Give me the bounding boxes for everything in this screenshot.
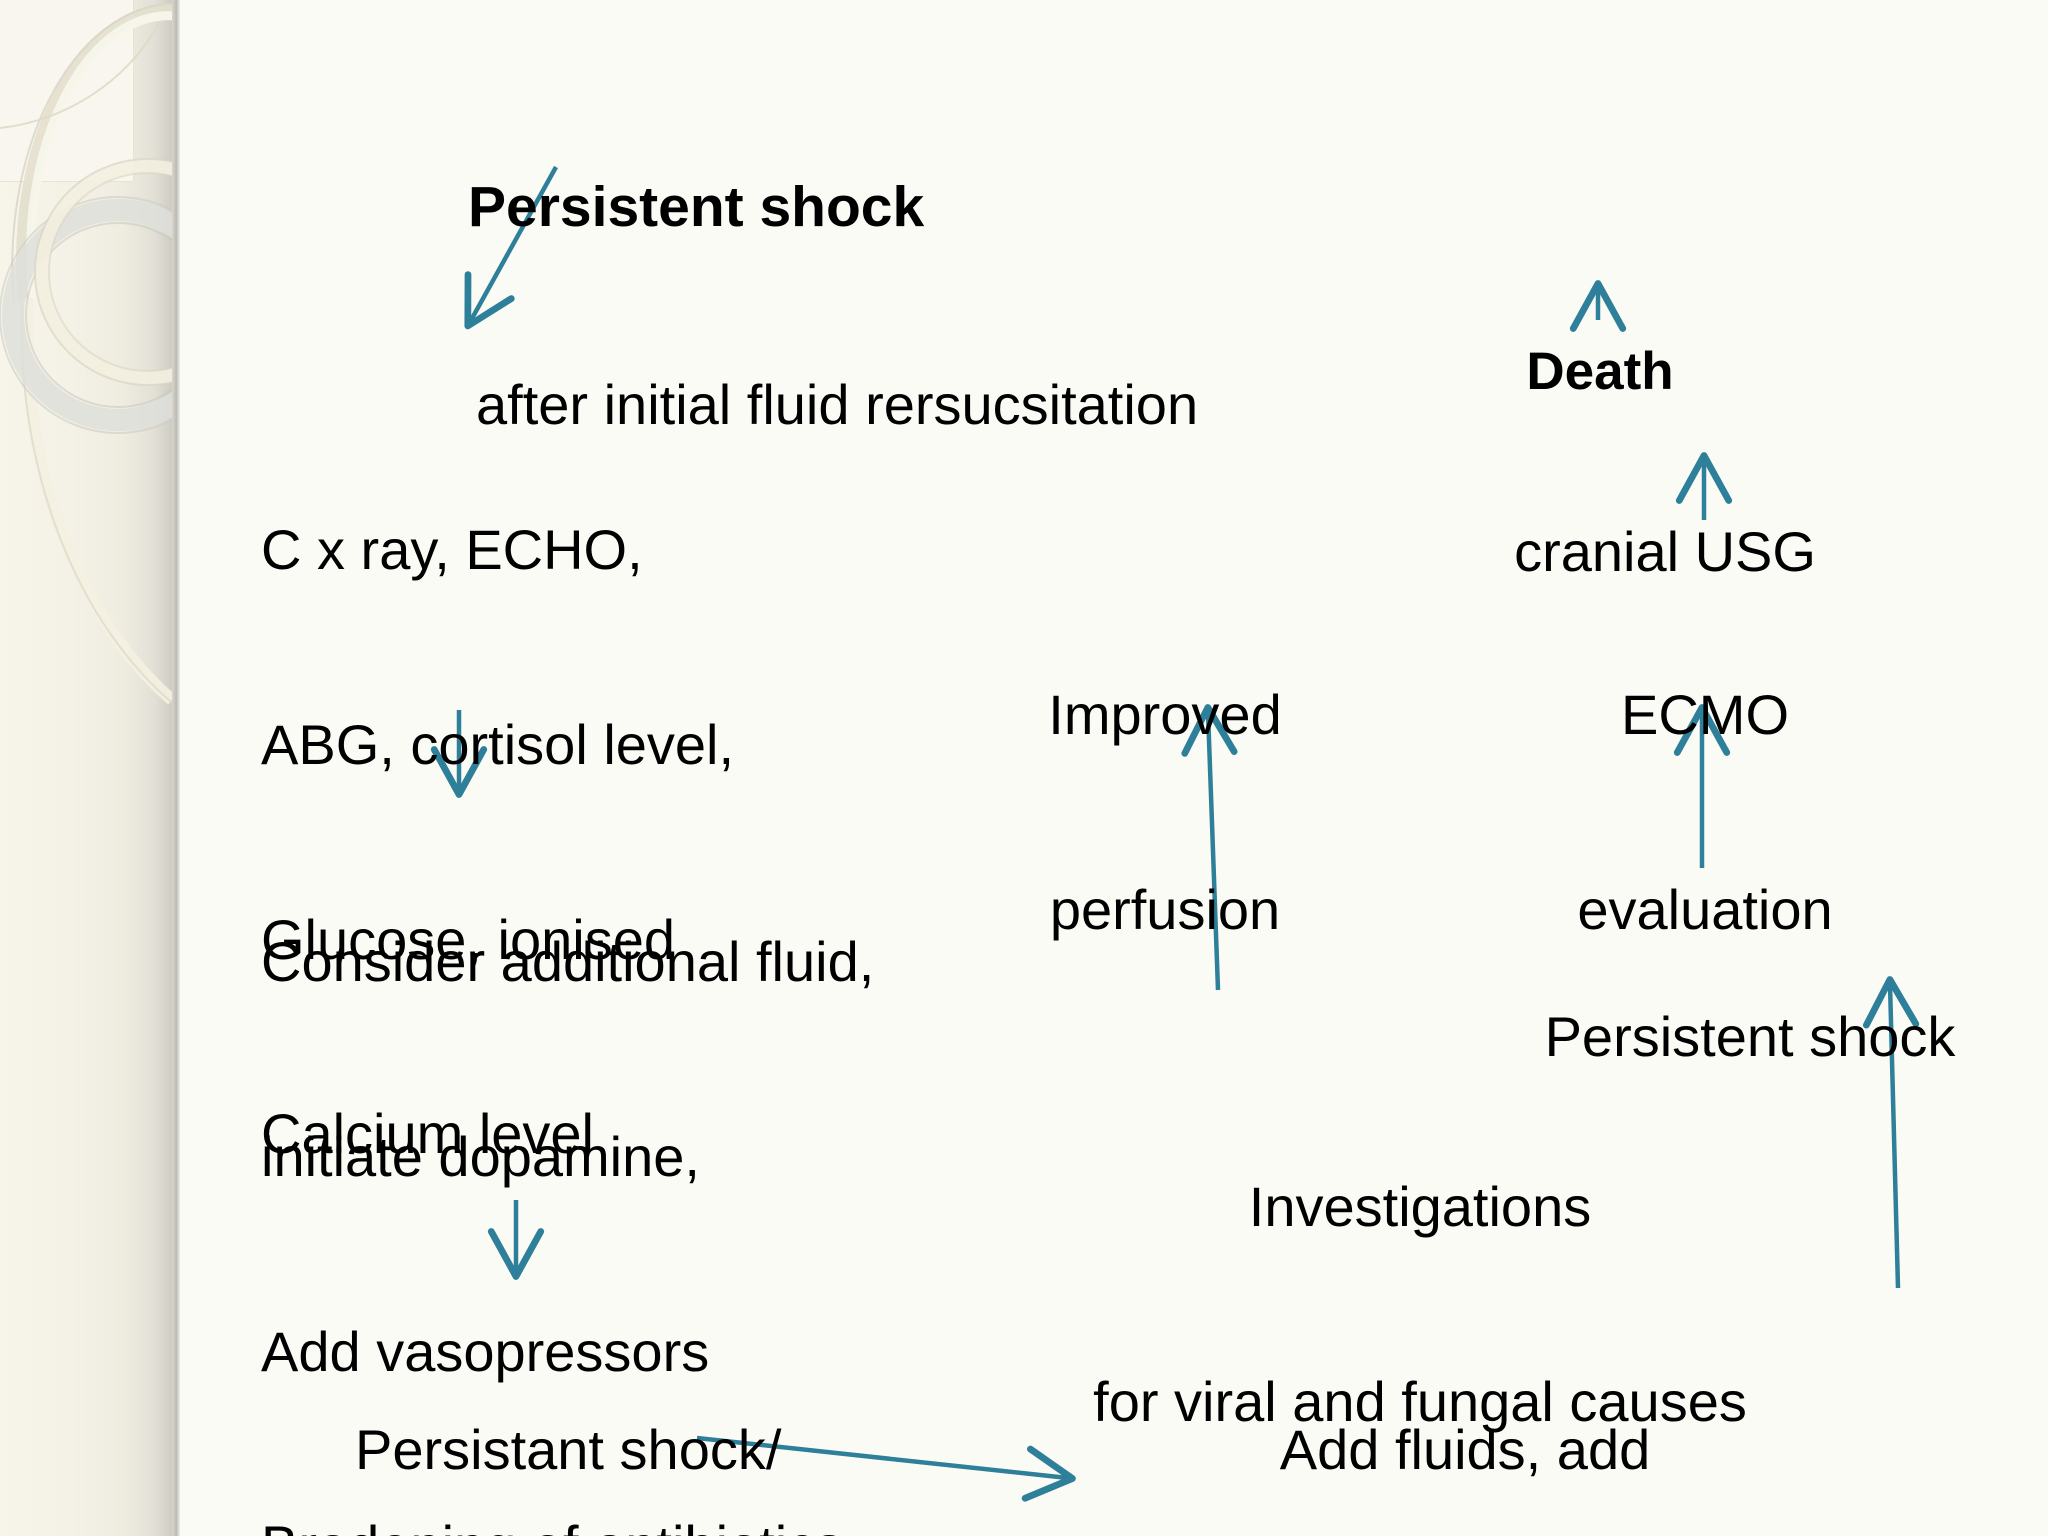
decor-arcs xyxy=(0,2,180,707)
persistent-shock-right-label: Persistent shock xyxy=(1544,1004,1956,1068)
investigations-panel-line1: C x ray, ECHO, xyxy=(261,517,643,581)
consider-additional-fluid-line3: Add vasopressors xyxy=(261,1319,710,1383)
ecmo-evaluation-line1: ECMO xyxy=(1621,682,1789,746)
improved-perfusion-line2: perfusion xyxy=(1049,877,1281,941)
investigations-viral-fungal-line2: for viral and fungal causes xyxy=(1093,1369,1747,1433)
investigations-panel-line4: Calcium level xyxy=(261,1102,594,1166)
improved-perfusion-line1: Improved xyxy=(1048,682,1282,746)
node-death: Death xyxy=(1490,218,1710,525)
node-improved-perfusion: Improved perfusion xyxy=(1000,553,1330,1073)
persistent-shock-header-line1: Persistent shock xyxy=(468,175,925,240)
investigations-viral-fungal-line1: Investigations xyxy=(1248,1174,1592,1238)
consider-additional-fluid-line4: Brodening of antibiotics xyxy=(261,1514,874,1536)
consider-additional-fluid-line2: initiate dopamine, xyxy=(261,1124,700,1188)
add-fluids-block-line1: Add fluids, add xyxy=(1279,1417,1651,1481)
node-ecmo-evaluation: ECMO evaluation xyxy=(1530,553,1880,1073)
node-investigations-panel: C x ray, ECHO, ABG, cortisol level, Gluc… xyxy=(261,388,734,1297)
investigations-panel-line2: ABG, cortisol level, xyxy=(261,712,735,776)
decorative-side-band xyxy=(0,0,180,1536)
decor-band-edge xyxy=(172,0,180,1536)
node-persistent-shock-header: Persistent shock after initial fluid rer… xyxy=(468,42,1198,570)
node-add-fluids-block: Add fluids, add vasopressors,add antifun… xyxy=(1000,1288,1930,1536)
persistent-shock-header-line2: after initial fluid rersucsitation xyxy=(476,372,1199,436)
node-investigations-viral-fungal: Investigations for viral and fungal caus… xyxy=(1000,1045,1840,1536)
persistant-refractory-shock-line1: Persistant shock/ xyxy=(355,1417,782,1481)
node-persistent-shock-right: Persistent shock xyxy=(1470,875,2030,1200)
node-consider-additional-fluid: Consider additional fluid, initiate dopa… xyxy=(261,800,874,1536)
cranial-usg-label: cranial USG xyxy=(1514,519,1816,583)
ecmo-evaluation-line2: evaluation xyxy=(1577,877,1833,941)
death-label: Death xyxy=(1526,341,1674,401)
investigations-panel-line3: Glucose, ionised xyxy=(261,907,676,971)
consider-additional-fluid-line1: Consider additional fluid, xyxy=(261,929,875,993)
node-persistant-refractory-shock: Persistant shock/ Refractory shock xyxy=(355,1288,781,1536)
node-cranial-usg: cranial USG xyxy=(1450,390,1880,715)
